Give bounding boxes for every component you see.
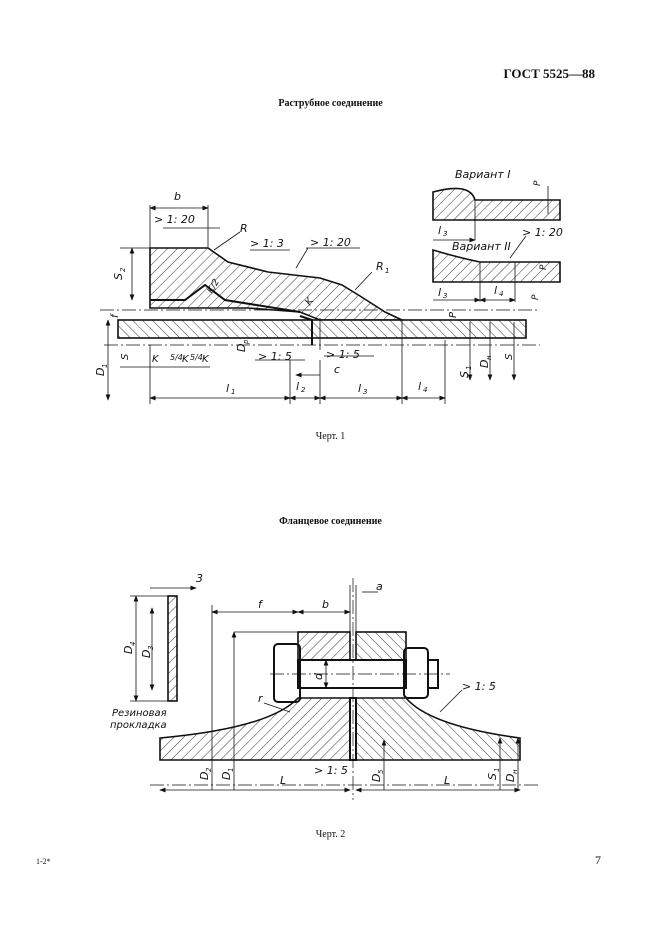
dim-R1: R xyxy=(376,260,384,273)
taper-label: > 1: 3 xyxy=(250,237,284,250)
taper-label: > 1: 5 xyxy=(462,680,496,693)
dim-l4-sub: 4 xyxy=(423,386,427,394)
standard-code: ГОСТ 5525—88 xyxy=(503,66,595,81)
dim-l4: l xyxy=(418,380,421,393)
dim-D1-sub: 1 xyxy=(101,364,109,368)
dim-D1: D xyxy=(94,368,107,376)
dim-fraction: 5/4 xyxy=(190,353,203,362)
dim-S1: S xyxy=(486,773,499,780)
dim-K: K xyxy=(182,354,190,365)
dim-R1-sub: 1 xyxy=(385,267,389,275)
variant-II-title: Вариант II xyxy=(452,240,511,253)
dim-l2: l xyxy=(296,380,299,393)
dim-l2-sub: 2 xyxy=(301,386,306,394)
dim-S: S xyxy=(120,353,131,360)
gasket-label-line-2: прокладка xyxy=(110,720,167,731)
dim-K: K xyxy=(202,354,210,365)
dim-b: b xyxy=(174,190,181,203)
dim-b: b xyxy=(322,598,329,611)
dim-l1: l xyxy=(226,382,229,395)
dim-fraction: 5/4 xyxy=(170,353,183,362)
dim-D1-sub: 1 xyxy=(227,768,235,772)
dim-f: f xyxy=(258,598,264,611)
dim-l3: l xyxy=(358,382,361,395)
variant-II-l3-sub: 3 xyxy=(443,292,447,300)
dim-D3-sub: 3 xyxy=(147,646,155,650)
dim-D5: D xyxy=(370,774,383,782)
dim-D2-sub: 2 xyxy=(205,767,213,772)
dim-l1-sub: 1 xyxy=(231,388,235,396)
dim-R: R xyxy=(240,222,248,235)
dim-S: S xyxy=(504,353,515,360)
variant-II-taper: > 1: 20 xyxy=(522,226,563,239)
gasket-thickness: 3 xyxy=(196,572,203,585)
variant-II-l4-sub: 4 xyxy=(499,290,503,298)
dim-S1-sub: 1 xyxy=(493,768,501,772)
dim-d: d xyxy=(312,672,325,680)
dim-L: L xyxy=(280,774,286,787)
figure-caption-1: Черт. 1 xyxy=(315,431,346,442)
taper-label: > 1: 5 xyxy=(258,350,292,363)
dim-S1-sub: 1 xyxy=(465,366,473,370)
dim-l3-sub: 3 xyxy=(363,388,367,396)
gasket-label-line-1: Резиновая xyxy=(112,708,167,719)
variant-I-l3: l xyxy=(438,224,441,237)
figure-1-socket-joint: b > 1: 20 R > 1: 3 > 1: 20 R 1 S 2 K/2 K… xyxy=(94,168,563,404)
dim-S1: S xyxy=(458,371,471,378)
dim-f: f xyxy=(110,313,121,318)
dim-Dp: D xyxy=(235,344,248,352)
taper-label: > 1: 5 xyxy=(326,348,360,361)
dim-Dn-sub: н xyxy=(511,769,519,774)
dim-r: r xyxy=(258,692,264,705)
variant-I-title: Вариант I xyxy=(455,168,511,181)
dim-K: K xyxy=(152,354,160,365)
dim-D3: D xyxy=(140,650,153,658)
dim-D2: D xyxy=(198,772,211,780)
taper-label: > 1: 20 xyxy=(154,213,195,226)
figure-caption-2: Черт. 2 xyxy=(315,829,346,840)
dim-a: a xyxy=(376,580,383,593)
dim-Dp-sub: p xyxy=(242,339,250,345)
dim-D5-sub: 5 xyxy=(377,769,385,774)
dim-c: c xyxy=(334,363,340,376)
dim-L: L xyxy=(444,774,450,787)
variant-I-P: P xyxy=(533,180,543,186)
dim-P: P xyxy=(448,311,459,318)
dim-S2: S xyxy=(112,273,125,280)
dim-Dn: D xyxy=(478,360,491,368)
figure-2-flange-joint: 3 a f b D 4 D 3 Резиновая прокладка d r … xyxy=(110,572,540,800)
variant-II-l4: l xyxy=(494,284,497,297)
dim-D4: D xyxy=(122,646,135,654)
variant-II-P2: P xyxy=(531,294,541,300)
dim-Dn: D xyxy=(504,774,517,782)
footnote-mark: 1-2* xyxy=(36,857,51,866)
page-number: 7 xyxy=(595,853,601,867)
variant-I-l3-sub: 3 xyxy=(443,230,447,238)
section-heading-socket: Раструбное соединение xyxy=(278,98,383,109)
dim-S2-sub: 2 xyxy=(119,267,127,272)
section-heading-flange: Фланцевое соединение xyxy=(279,516,382,527)
taper-label: > 1: 20 xyxy=(310,236,351,249)
taper-label: > 1: 5 xyxy=(314,764,348,777)
dim-D1: D xyxy=(220,772,233,780)
variant-II-P: P xyxy=(539,264,549,270)
variant-II-l3: l xyxy=(438,286,441,299)
dim-D4-sub: 4 xyxy=(129,642,137,646)
dim-Dn-sub: н xyxy=(485,355,493,360)
